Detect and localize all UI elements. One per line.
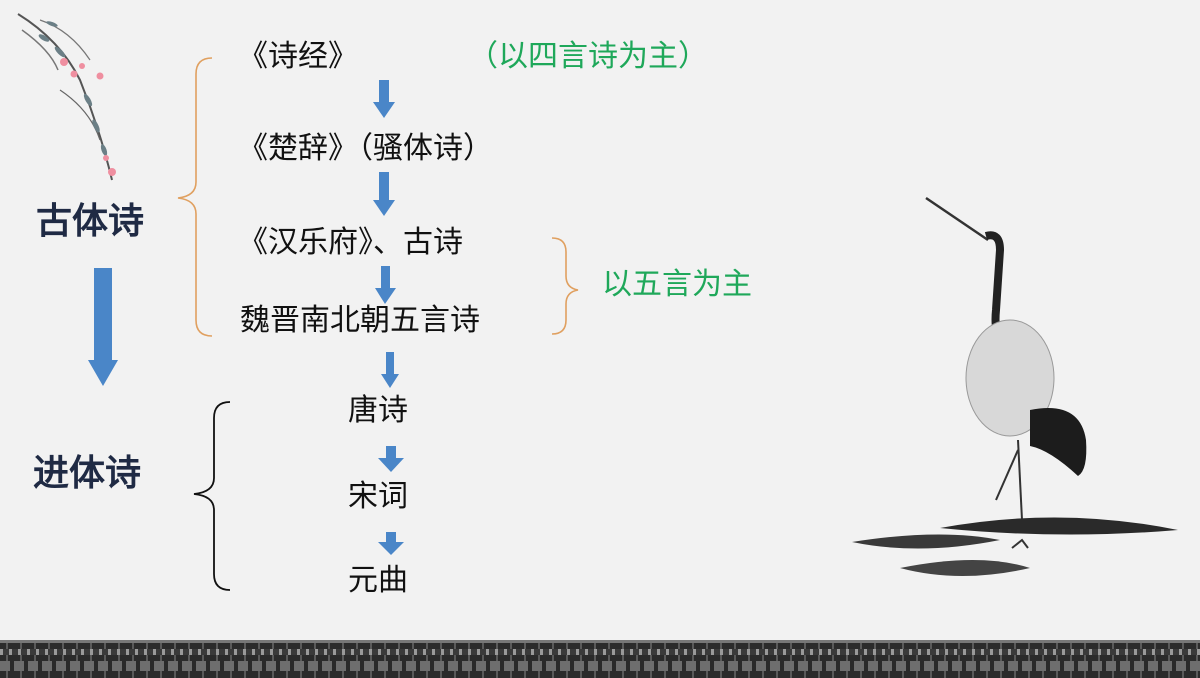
- arrow-chuci-to-hanyuefu: [373, 172, 395, 216]
- node-tang: 唐诗: [348, 393, 408, 428]
- arrow-tang-to-song: [378, 446, 404, 472]
- big-down-arrow: [88, 268, 118, 386]
- node-weijin: 魏晋南北朝五言诗: [240, 303, 480, 338]
- node-song: 宋词: [348, 479, 408, 514]
- node-hanyuefu: 《汉乐府》、古诗: [238, 225, 463, 260]
- arrow-shijing-to-chuci: [373, 80, 395, 118]
- bracket-regulated-poetry: [193, 401, 231, 591]
- node-shijing: 《诗经》: [238, 39, 358, 74]
- label-ancient-poetry: 古体诗: [36, 201, 145, 242]
- node-yuan: 元曲: [348, 563, 408, 598]
- tiled-roof-border: [0, 640, 1200, 678]
- note-five-char: 以五言为主: [602, 267, 752, 302]
- arrow-song-to-yuan: [378, 532, 404, 555]
- bracket-five-char: [551, 237, 579, 335]
- note-four-char: （以四言诗为主）: [468, 39, 708, 74]
- crane-ink-painting: [852, 196, 1178, 576]
- node-chuci: 《楚辞》（骚体诗）: [238, 131, 493, 166]
- bracket-ancient-poetry: [177, 57, 213, 337]
- arrow-hanyuefu-to-weijin: [375, 266, 396, 304]
- label-regulated-poetry: 进体诗: [33, 453, 142, 494]
- arrow-weijin-to-tang: [381, 352, 399, 388]
- willow-branch-illustration: [17, 13, 116, 181]
